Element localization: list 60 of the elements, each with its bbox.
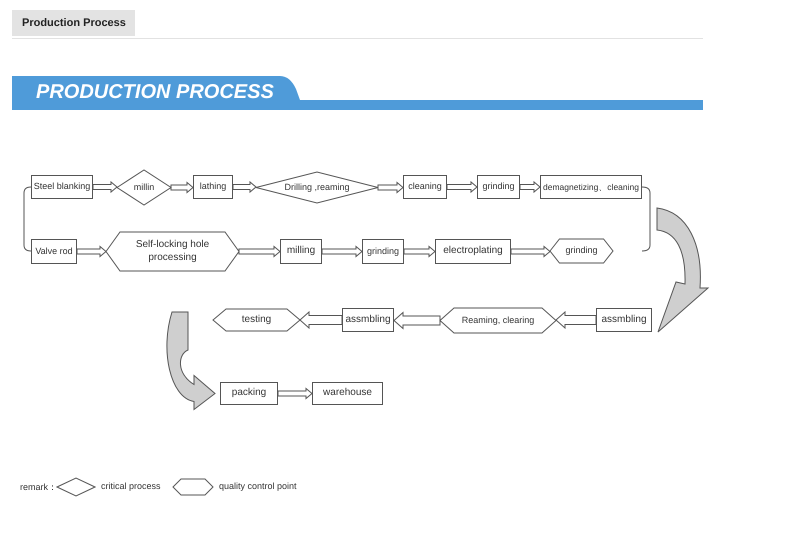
process-box: [540, 175, 642, 199]
quality-control-hexagon: [550, 239, 613, 263]
tab-label: Production Process: [12, 10, 135, 36]
block-arrow: [278, 387, 313, 400]
step-label: millin: [134, 182, 154, 194]
block-arrow: [76, 245, 107, 258]
step-label: Self-locking hole processing: [134, 239, 210, 264]
step-label: grinding: [482, 181, 515, 193]
process-box: [280, 239, 322, 264]
block-arrow: [520, 180, 541, 194]
process-box: [435, 239, 511, 264]
legend-label: quality control point: [219, 481, 297, 491]
step-label: assmbling: [601, 314, 647, 326]
process-box: [220, 382, 278, 405]
block-arrow: [446, 180, 478, 194]
step-label: packing: [232, 387, 266, 400]
block-arrow: [393, 311, 440, 330]
block-arrow: [555, 310, 596, 330]
step-label: Drilling ,reaming: [284, 182, 350, 194]
step-label: milling: [286, 245, 316, 258]
block-arrow: [299, 310, 342, 330]
step-label: cleaning: [408, 181, 442, 193]
banner-title: PRODUCTION PROCESS: [36, 81, 274, 104]
legend-label: critical process: [101, 481, 161, 491]
process-box: [312, 382, 383, 405]
critical-process-diamond: [117, 170, 171, 205]
block-arrow: [238, 245, 281, 258]
process-box: [477, 175, 520, 199]
block-arrow: [378, 181, 404, 194]
process-box: [362, 239, 404, 264]
block-arrow: [92, 180, 118, 194]
step-label: lathing: [200, 181, 226, 193]
process-box: [31, 175, 93, 199]
block-arrow: [232, 180, 257, 194]
step-label: Reaming, clearing: [462, 314, 534, 326]
curved-block-arrow: [166, 312, 216, 410]
legend-title: remark：: [20, 481, 58, 494]
process-box: [193, 175, 233, 199]
curved-block-arrow: [656, 208, 708, 332]
step-label: assmbling: [345, 314, 391, 326]
block-arrow: [510, 245, 551, 258]
process-box: [31, 239, 77, 264]
quality-control-hexagon: [213, 309, 300, 331]
step-label: testing: [242, 314, 272, 326]
quality-control-hexagon: [106, 232, 239, 271]
quality-control-hexagon: [440, 308, 556, 333]
step-label: electroplating: [443, 245, 503, 258]
critical-process-diamond: [256, 172, 378, 203]
block-arrow: [170, 181, 194, 194]
step-label: demagnetizing、cleaning: [543, 182, 639, 192]
process-box: [342, 308, 394, 332]
step-label: Steel blanking: [34, 181, 90, 193]
process-box: [596, 308, 652, 332]
step-label: grinding: [366, 246, 400, 258]
block-arrow: [322, 245, 363, 258]
block-arrow: [404, 245, 436, 258]
step-label: warehouse: [323, 387, 372, 400]
step-label: Valve rod: [35, 246, 73, 258]
process-box: [403, 175, 447, 199]
step-label: grinding: [565, 245, 598, 257]
